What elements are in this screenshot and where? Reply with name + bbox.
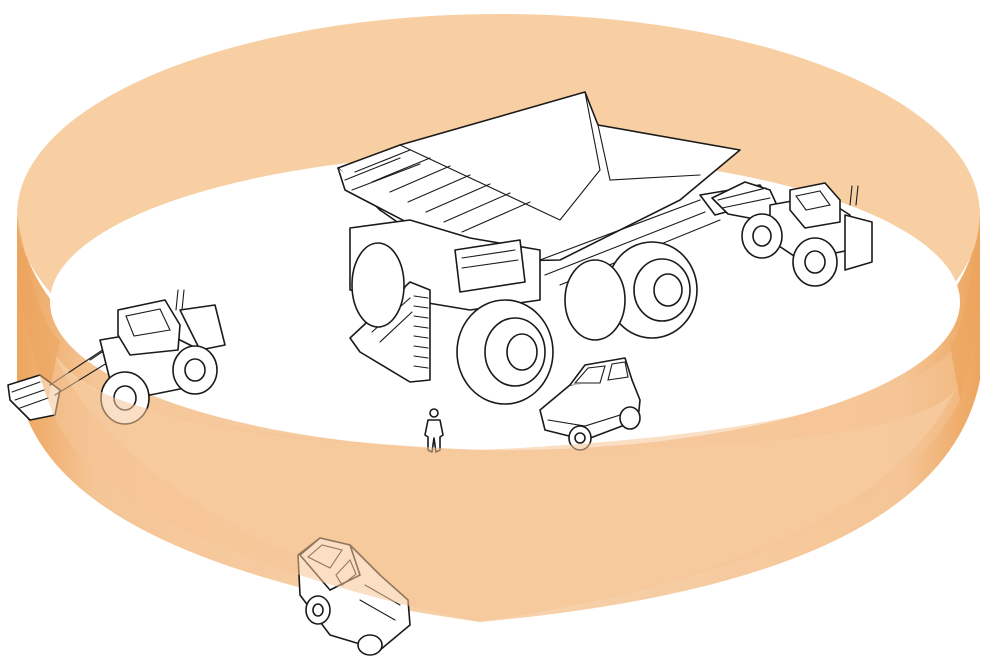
blind-zone-illustration <box>0 0 999 659</box>
